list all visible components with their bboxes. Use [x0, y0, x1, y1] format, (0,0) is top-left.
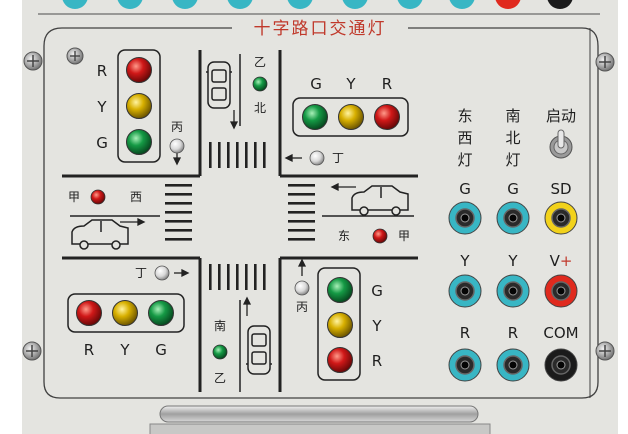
car-icon-east — [351, 185, 409, 216]
label-jia-west: 甲 — [68, 190, 80, 204]
signal-ne-yellow-lamp — [338, 104, 364, 130]
signal-se-label-y: Y — [371, 317, 382, 335]
signal-housing-sw — [67, 293, 185, 333]
label-jia-east: 甲 — [398, 229, 410, 243]
socket-r-ns[interactable] — [496, 348, 530, 382]
signal-nw-label-r: R — [97, 62, 107, 80]
car-icon-south — [246, 325, 272, 375]
label-bing-south: 丙 — [296, 300, 308, 314]
header-ew-1: 东 — [457, 107, 472, 125]
signal-se-green-lamp — [327, 277, 353, 303]
socket-y-ew[interactable] — [448, 274, 482, 308]
header-ns-1: 南 — [505, 107, 520, 125]
socket-grid — [448, 201, 578, 382]
signal-se-yellow-lamp — [327, 312, 353, 338]
signal-se-label-g: G — [371, 282, 383, 300]
signal-sw-label-r: R — [84, 341, 94, 359]
carry-handle[interactable] — [149, 405, 491, 434]
screw-icon — [595, 341, 615, 361]
socket-label-sd: SD — [550, 180, 571, 198]
label-yi-north: 乙 — [254, 55, 266, 69]
socket-y-ns[interactable] — [496, 274, 530, 308]
socket-label-vplus: V+ — [550, 252, 573, 270]
intersection-roads — [62, 50, 418, 392]
socket-label-ns-y: Y — [507, 252, 518, 270]
label-west: 西 — [130, 190, 142, 204]
signal-ne-green-lamp — [302, 104, 328, 130]
header-ew-3: 灯 — [457, 151, 472, 169]
indicator-led-ding-west — [154, 265, 170, 281]
label-ding-west: 丁 — [135, 266, 147, 280]
indicator-led-bing-south — [294, 280, 310, 296]
label-bing-north: 丙 — [171, 120, 183, 134]
socket-label-ew-r: R — [460, 324, 470, 342]
signal-nw-green-lamp — [126, 129, 152, 155]
panel-title: 十字路口交通灯 — [254, 19, 387, 39]
signal-nw-yellow-lamp — [126, 93, 152, 119]
indicator-led-yi-south — [212, 344, 228, 360]
label-ding-east: 丁 — [332, 151, 344, 165]
indicator-led-jia-west — [90, 189, 106, 205]
signal-ne-red-lamp — [374, 104, 400, 130]
header-ns-3: 灯 — [505, 151, 520, 169]
car-icon-west — [71, 219, 129, 250]
screw-icon — [23, 51, 43, 71]
indicator-led-bing-north — [169, 138, 185, 154]
socket-com-ctl[interactable] — [544, 348, 578, 382]
signal-sw-label-g: G — [155, 341, 167, 359]
socket-label-ew-g: G — [459, 180, 471, 198]
signal-sw-label-y: Y — [119, 341, 130, 359]
arrow-icon — [120, 110, 356, 316]
socket-vplus-ctl[interactable] — [544, 274, 578, 308]
indicator-led-yi-north — [252, 76, 268, 92]
panel-border — [43, 27, 599, 399]
signal-se-red-lamp — [327, 347, 353, 373]
header-start: 启动 — [546, 107, 576, 125]
socket-label-ns-r: R — [508, 324, 518, 342]
signal-housing-se — [317, 267, 361, 381]
signal-nw-label-y: Y — [96, 98, 107, 116]
crosswalk-south — [209, 264, 266, 290]
socket-g-ns[interactable] — [496, 201, 530, 235]
signal-ne-label-y: Y — [345, 75, 356, 93]
signal-nw-red-lamp — [126, 57, 152, 83]
crosswalk-west — [165, 184, 192, 241]
signal-sw-yellow-lamp — [112, 300, 138, 326]
car-icon-north — [206, 61, 232, 109]
signal-housing-ne — [292, 97, 409, 137]
socket-label-ew-y: Y — [459, 252, 470, 270]
indicator-led-jia-east — [372, 228, 388, 244]
indicator-led-ding-east — [309, 150, 325, 166]
socket-label-ns-g: G — [507, 180, 519, 198]
socket-label-com: COM — [543, 324, 578, 342]
socket-r-ew[interactable] — [448, 348, 482, 382]
screw-icon — [595, 52, 615, 72]
screw-icon — [22, 341, 42, 361]
crosswalk-east — [288, 184, 315, 241]
signal-ne-label-r: R — [382, 75, 392, 93]
signal-se-label-r: R — [372, 352, 382, 370]
start-toggle-switch[interactable] — [549, 129, 573, 159]
signal-housing-nw — [117, 49, 161, 163]
socket-g-ew[interactable] — [448, 201, 482, 235]
label-south: 南 — [214, 318, 226, 333]
socket-sd-ctl[interactable] — [544, 201, 578, 235]
signal-sw-red-lamp — [76, 300, 102, 326]
top-socket-strip — [38, 0, 600, 15]
signal-nw-label-g: G — [96, 134, 108, 152]
road-center-lines — [70, 54, 414, 392]
label-yi-south: 乙 — [214, 371, 226, 385]
signal-ne-label-g: G — [310, 75, 322, 93]
header-ns-2: 北 — [505, 129, 520, 147]
crosswalk-north — [209, 142, 266, 168]
screw-icon — [66, 47, 84, 65]
label-east: 东 — [338, 229, 350, 243]
header-ew-2: 西 — [457, 129, 472, 147]
label-north: 北 — [254, 101, 266, 115]
signal-sw-green-lamp — [148, 300, 174, 326]
